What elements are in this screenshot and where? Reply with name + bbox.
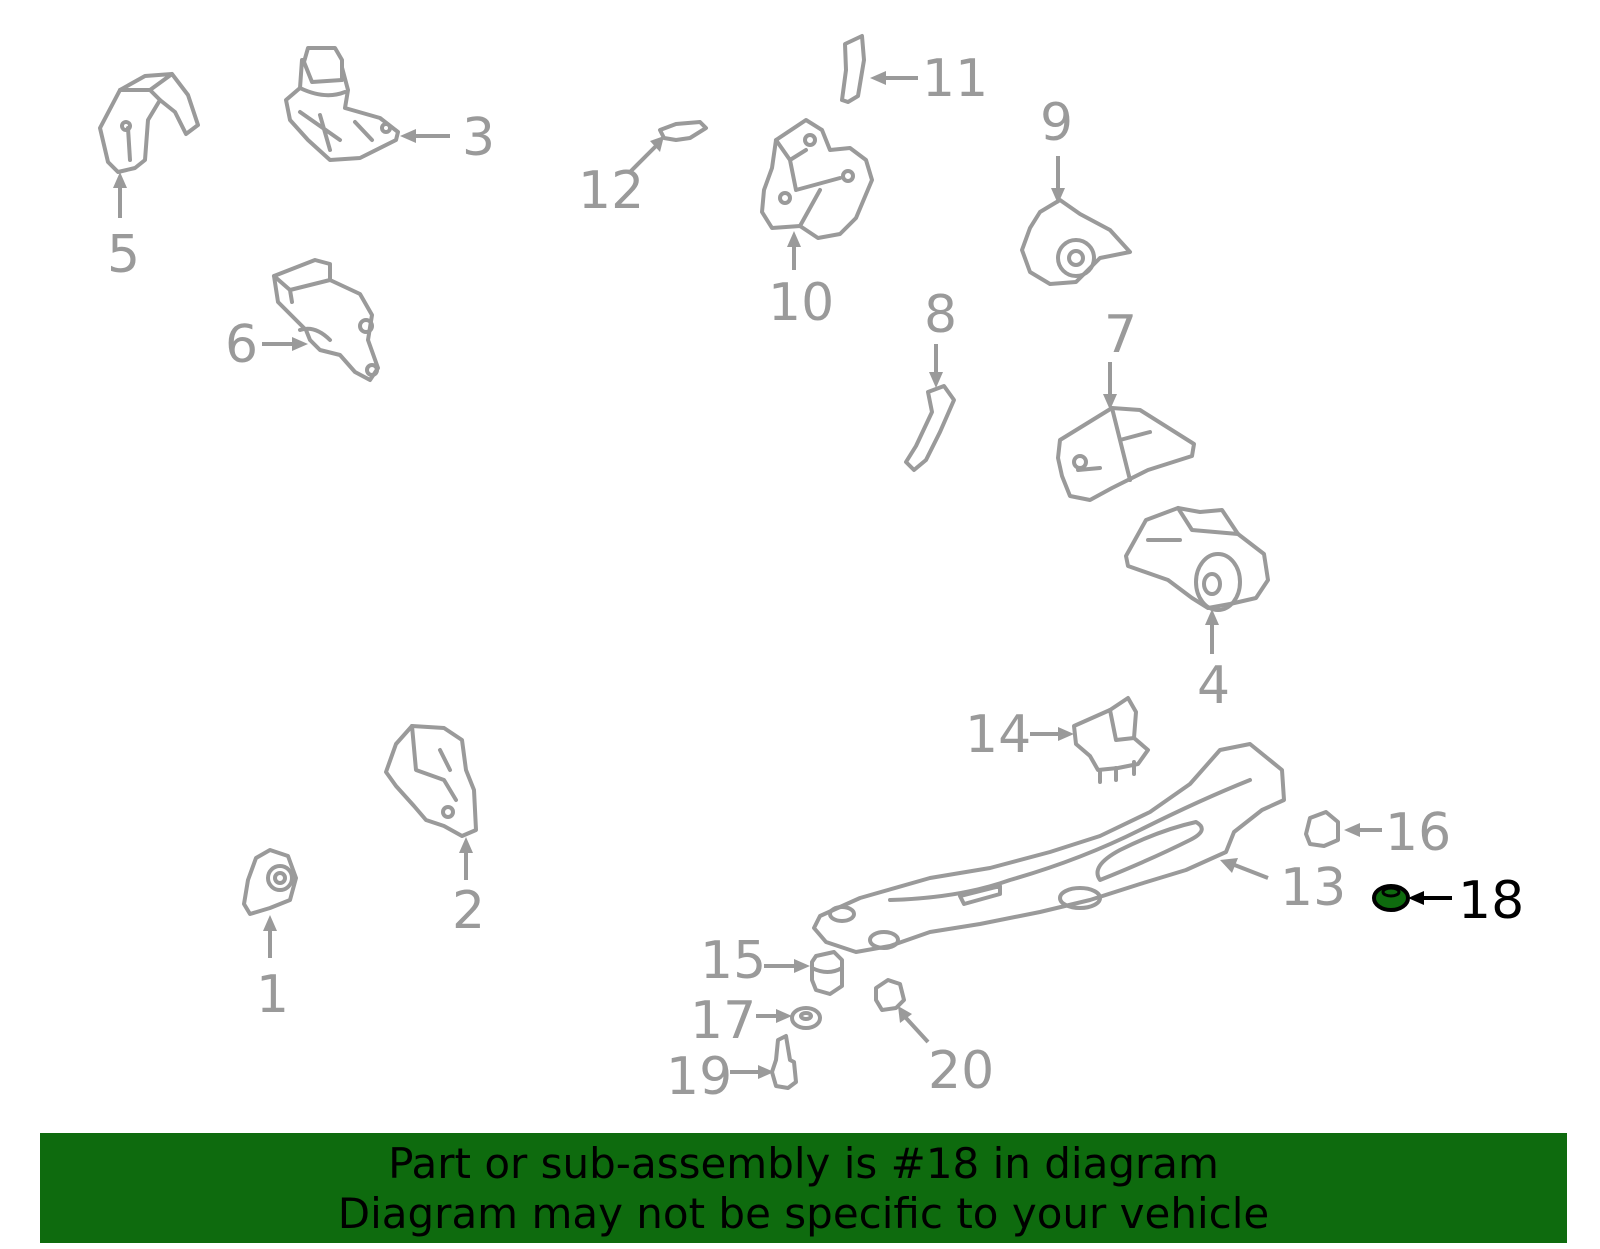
svg-text:15: 15 [700,931,766,991]
callout-9: 9 [1040,93,1073,204]
part-5-bracket[interactable] [98,72,200,174]
part-9-mount[interactable] [1020,198,1132,286]
part-4-mount[interactable] [1124,506,1270,612]
part-18-washer[interactable] [1372,884,1410,912]
part-20-nut[interactable] [874,978,906,1012]
callout-19: 19 [666,1047,774,1107]
part-12-bolt[interactable] [658,120,708,142]
callout-11: 11 [870,49,988,109]
callout-14: 14 [965,705,1074,765]
svg-text:18: 18 [1458,871,1524,931]
callout-2: 2 [452,837,485,941]
part-3-engine-mount[interactable] [284,46,400,162]
part-8-bracket[interactable] [904,384,956,472]
callout-16: 16 [1344,803,1451,863]
svg-text:6: 6 [225,315,258,375]
svg-text:10: 10 [768,273,834,333]
part-1-bushing[interactable] [242,848,298,916]
callout-18: 18 [1408,871,1524,931]
svg-text:7: 7 [1104,305,1137,365]
part-2-bracket[interactable] [384,724,478,838]
callout-12: 12 [578,136,664,221]
svg-text:1: 1 [256,965,289,1025]
svg-text:9: 9 [1040,93,1073,153]
part-19-bolt[interactable] [770,1034,798,1090]
svg-text:12: 12 [578,161,644,221]
svg-text:16: 16 [1385,803,1451,863]
callout-10: 10 [768,231,834,333]
part-14-bracket[interactable] [1072,696,1150,784]
svg-text:8: 8 [924,285,957,345]
svg-text:20: 20 [928,1041,994,1101]
svg-text:11: 11 [922,49,988,109]
part-7-mount[interactable] [1056,406,1196,502]
callout-17: 17 [690,991,792,1051]
part-6-bracket[interactable] [272,258,380,382]
svg-text:19: 19 [666,1047,732,1107]
banner-line-part: Part or sub-assembly is #18 in diagram [388,1139,1219,1188]
callout-3: 3 [400,108,495,168]
callout-1: 1 [256,915,289,1025]
callout-7: 7 [1103,305,1137,410]
callout-4: 4 [1197,609,1230,716]
callout-8: 8 [924,285,957,388]
part-17-washer[interactable] [790,1006,822,1030]
callout-20: 20 [898,1006,994,1101]
svg-text:4: 4 [1197,656,1230,716]
callout-6: 6 [225,315,308,375]
svg-text:3: 3 [462,108,495,168]
info-banner: Part or sub-assembly is #18 in diagram D… [40,1133,1567,1243]
svg-text:17: 17 [690,991,756,1051]
part-10-bracket[interactable] [760,118,874,240]
part-16-nut[interactable] [1304,810,1340,848]
part-13-crossmember[interactable] [812,742,1286,954]
part-11-bracket[interactable] [840,34,866,104]
callout-5: 5 [107,172,140,285]
part-15-bushing[interactable] [810,950,844,996]
callout-15: 15 [700,931,810,991]
callout-13: 13 [1220,858,1346,918]
svg-text:14: 14 [965,705,1031,765]
svg-text:2: 2 [452,881,485,941]
svg-text:13: 13 [1280,858,1346,918]
banner-line-disclaimer: Diagram may not be specific to your vehi… [337,1189,1270,1238]
svg-text:5: 5 [107,225,140,285]
